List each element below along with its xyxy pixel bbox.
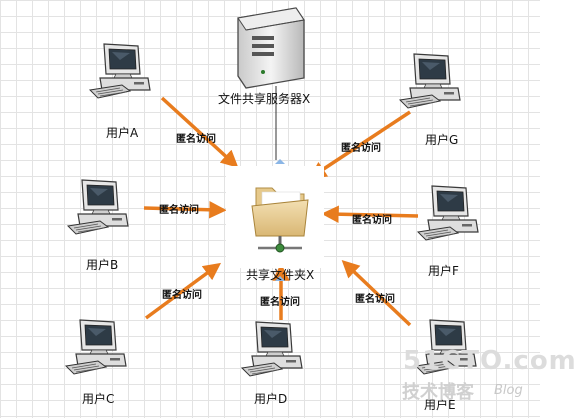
- arrow-c: [144, 262, 222, 320]
- arrow-a: [160, 96, 239, 168]
- computer-icon-a: [89, 43, 151, 99]
- computer-icon-g: [399, 53, 461, 109]
- client-label-g: 用户G: [425, 133, 459, 147]
- handle-mark-top: [275, 159, 285, 164]
- handle-mark-bottom: [275, 276, 285, 281]
- watermark-site: 51CTO.com: [403, 346, 577, 376]
- connection-label-g: 匿名访问: [341, 143, 381, 154]
- server-icon: [237, 7, 305, 89]
- client-label-f: 用户F: [428, 264, 459, 278]
- computer-icon-f: [417, 185, 479, 241]
- connection-label-b: 匿名访问: [159, 205, 199, 216]
- arrow-g: [308, 110, 411, 179]
- computer-icon-c: [65, 319, 127, 375]
- computer-icon-d: [241, 321, 303, 377]
- connection-label-f: 匿名访问: [352, 215, 392, 226]
- connection-label-d: 匿名访问: [260, 297, 300, 308]
- connection-label-c: 匿名访问: [162, 290, 202, 301]
- connection-label-a: 匿名访问: [176, 134, 216, 145]
- server-label: 文件共享服务器X: [218, 92, 311, 106]
- share-folder-label: 共享文件夹X: [246, 268, 315, 282]
- client-label-c: 用户C: [82, 392, 115, 406]
- client-label-b: 用户B: [86, 258, 119, 272]
- client-label-a: 用户A: [106, 126, 139, 140]
- watermark-sub: 技术博客: [402, 382, 474, 403]
- arrow-e: [341, 259, 412, 327]
- computer-icon-b: [67, 179, 129, 235]
- connection-label-e: 匿名访问: [355, 294, 395, 305]
- watermark-blog: Blog: [494, 383, 523, 398]
- arrow-f: [321, 205, 419, 223]
- shared-folder-icon: [226, 166, 324, 268]
- client-label-e: 用户E: [424, 398, 456, 412]
- client-label-d: 用户D: [254, 392, 288, 406]
- arrow-b: [143, 201, 227, 219]
- diagram-graphics: [65, 7, 479, 377]
